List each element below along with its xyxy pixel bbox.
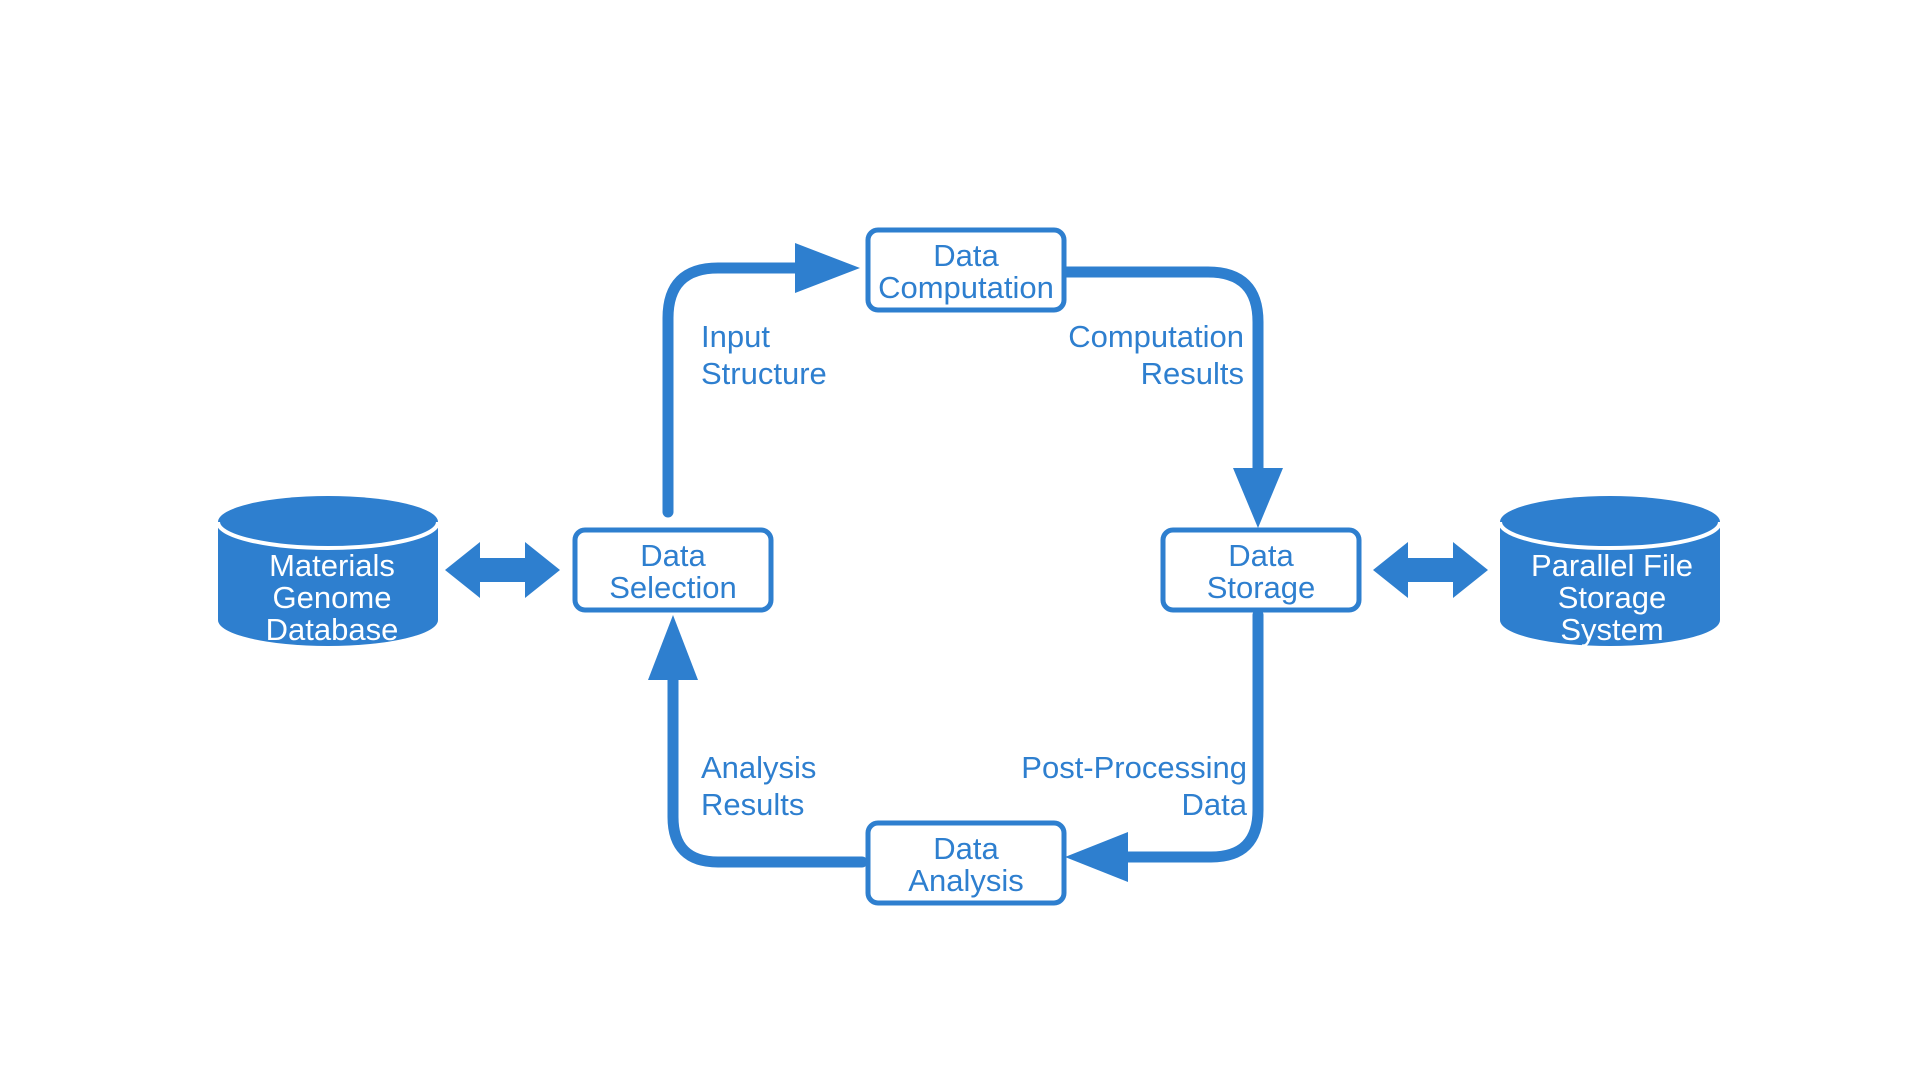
edge-label-input-structure-line1: Input — [701, 319, 770, 354]
edge-label-post-processing-data: Post-Processing Data — [1021, 750, 1247, 822]
edge-label-analysis-results-line2: Results — [701, 787, 804, 822]
edge-label-computation-results-line2: Results — [1141, 356, 1244, 391]
database-materials-genome-icon — [218, 522, 438, 646]
node-data-computation-line1: Data — [933, 238, 999, 273]
database-materials-genome[interactable]: Materials Genome Database — [216, 496, 440, 647]
edge-storage-to-analysis — [1114, 609, 1264, 863]
edge-label-post-processing-line2: Data — [1182, 787, 1248, 822]
database-materials-line1: Materials — [269, 548, 395, 583]
database-parallel-line2: Storage — [1558, 580, 1667, 615]
node-data-analysis[interactable]: Data Analysis — [865, 820, 1067, 906]
database-materials-line3: Database — [266, 612, 399, 647]
edge-label-analysis-results-line1: Analysis — [701, 750, 816, 785]
database-materials-line2: Genome — [273, 580, 392, 615]
database-parallel-file-storage-icon — [1500, 522, 1720, 646]
arrowhead-into-selection — [648, 615, 698, 680]
arrowhead-into-computation — [795, 243, 860, 293]
arrowhead-into-analysis — [1065, 832, 1128, 882]
edge-label-post-processing-line1: Post-Processing — [1021, 750, 1247, 785]
node-data-computation-line2: Computation — [878, 270, 1054, 305]
node-data-storage[interactable]: Data Storage — [1160, 527, 1362, 613]
database-parallel-line1: Parallel File — [1531, 548, 1693, 583]
node-data-selection[interactable]: Data Selection — [572, 527, 774, 613]
edge-label-input-structure-line2: Structure — [701, 356, 827, 391]
node-data-storage-line2: Storage — [1207, 570, 1316, 605]
edge-label-computation-results-line1: Computation — [1068, 319, 1244, 354]
arrowhead-into-storage — [1233, 468, 1283, 528]
node-data-selection-line2: Selection — [609, 570, 737, 605]
edge-computation-to-storage — [1060, 266, 1264, 476]
edge-label-analysis-results: Analysis Results — [701, 750, 816, 822]
edge-analysis-to-selection — [667, 667, 868, 868]
edge-label-input-structure: Input Structure — [701, 319, 827, 391]
double-arrow-materials-selection — [445, 542, 560, 598]
node-data-computation[interactable]: Data Computation — [865, 227, 1067, 313]
database-parallel-file-storage[interactable]: Parallel File Storage System — [1498, 496, 1722, 647]
double-arrow-storage-parallel — [1373, 542, 1488, 598]
node-data-analysis-line2: Analysis — [908, 863, 1023, 898]
node-data-analysis-line1: Data — [933, 831, 999, 866]
edge-label-computation-results: Computation Results — [1068, 319, 1244, 391]
edge-selection-to-computation — [662, 262, 804, 518]
node-data-storage-line1: Data — [1228, 538, 1294, 573]
node-data-selection-line1: Data — [640, 538, 706, 573]
database-parallel-line3: System — [1560, 612, 1663, 647]
